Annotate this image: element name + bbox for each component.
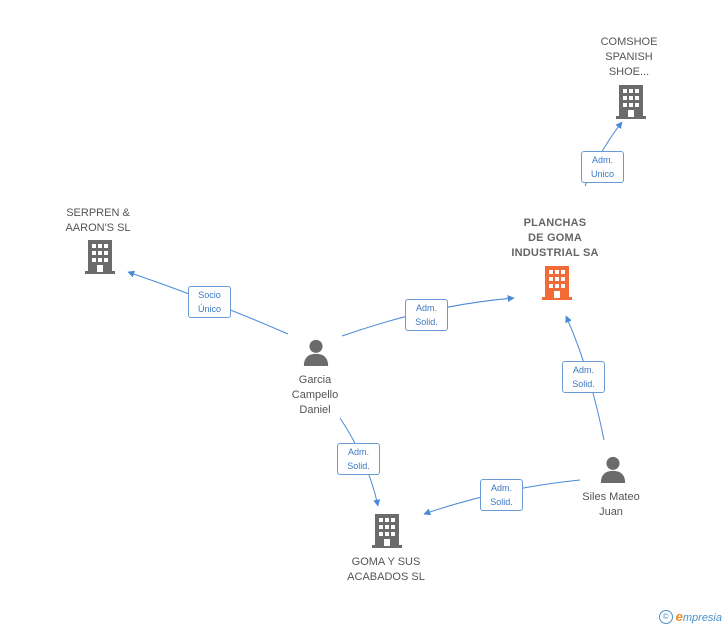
edge-label-adm-solid: Adm. Solid. — [337, 443, 380, 475]
edge-label-socio-unico: Socio Único — [188, 286, 231, 318]
edge-label-adm-solid: Adm. Solid. — [480, 479, 523, 511]
building-icon[interactable] — [616, 85, 646, 119]
brand-logo[interactable]: empresia — [675, 609, 722, 624]
node-label-siles[interactable]: Siles Mateo Juan — [582, 491, 640, 518]
edge-label-adm-solid: Adm. Solid. — [405, 299, 448, 331]
person-icon[interactable] — [303, 339, 329, 366]
brand-footer: © empresia — [658, 609, 722, 624]
building-icon[interactable] — [542, 266, 572, 300]
copyright-icon: © — [658, 609, 673, 624]
edge-label-adm-solid: Adm. Solid. — [562, 361, 605, 393]
building-icon[interactable] — [85, 240, 115, 274]
node-label-garcia[interactable]: Garcia Campello Daniel — [291, 374, 339, 416]
node-label-comshoe[interactable]: COMSHOE SPANISH SHOE... — [600, 36, 658, 78]
node-label-serpren[interactable]: SERPREN & AARON'S SL — [65, 207, 131, 234]
edge-label-adm-unico: Adm. Unico — [581, 151, 624, 183]
node-label-goma[interactable]: GOMA Y SUS ACABADOS SL — [347, 556, 425, 583]
building-icon[interactable] — [372, 514, 402, 548]
node-label-planchas[interactable]: PLANCHAS DE GOMA INDUSTRIAL SA — [511, 217, 599, 259]
person-icon[interactable] — [600, 456, 626, 483]
